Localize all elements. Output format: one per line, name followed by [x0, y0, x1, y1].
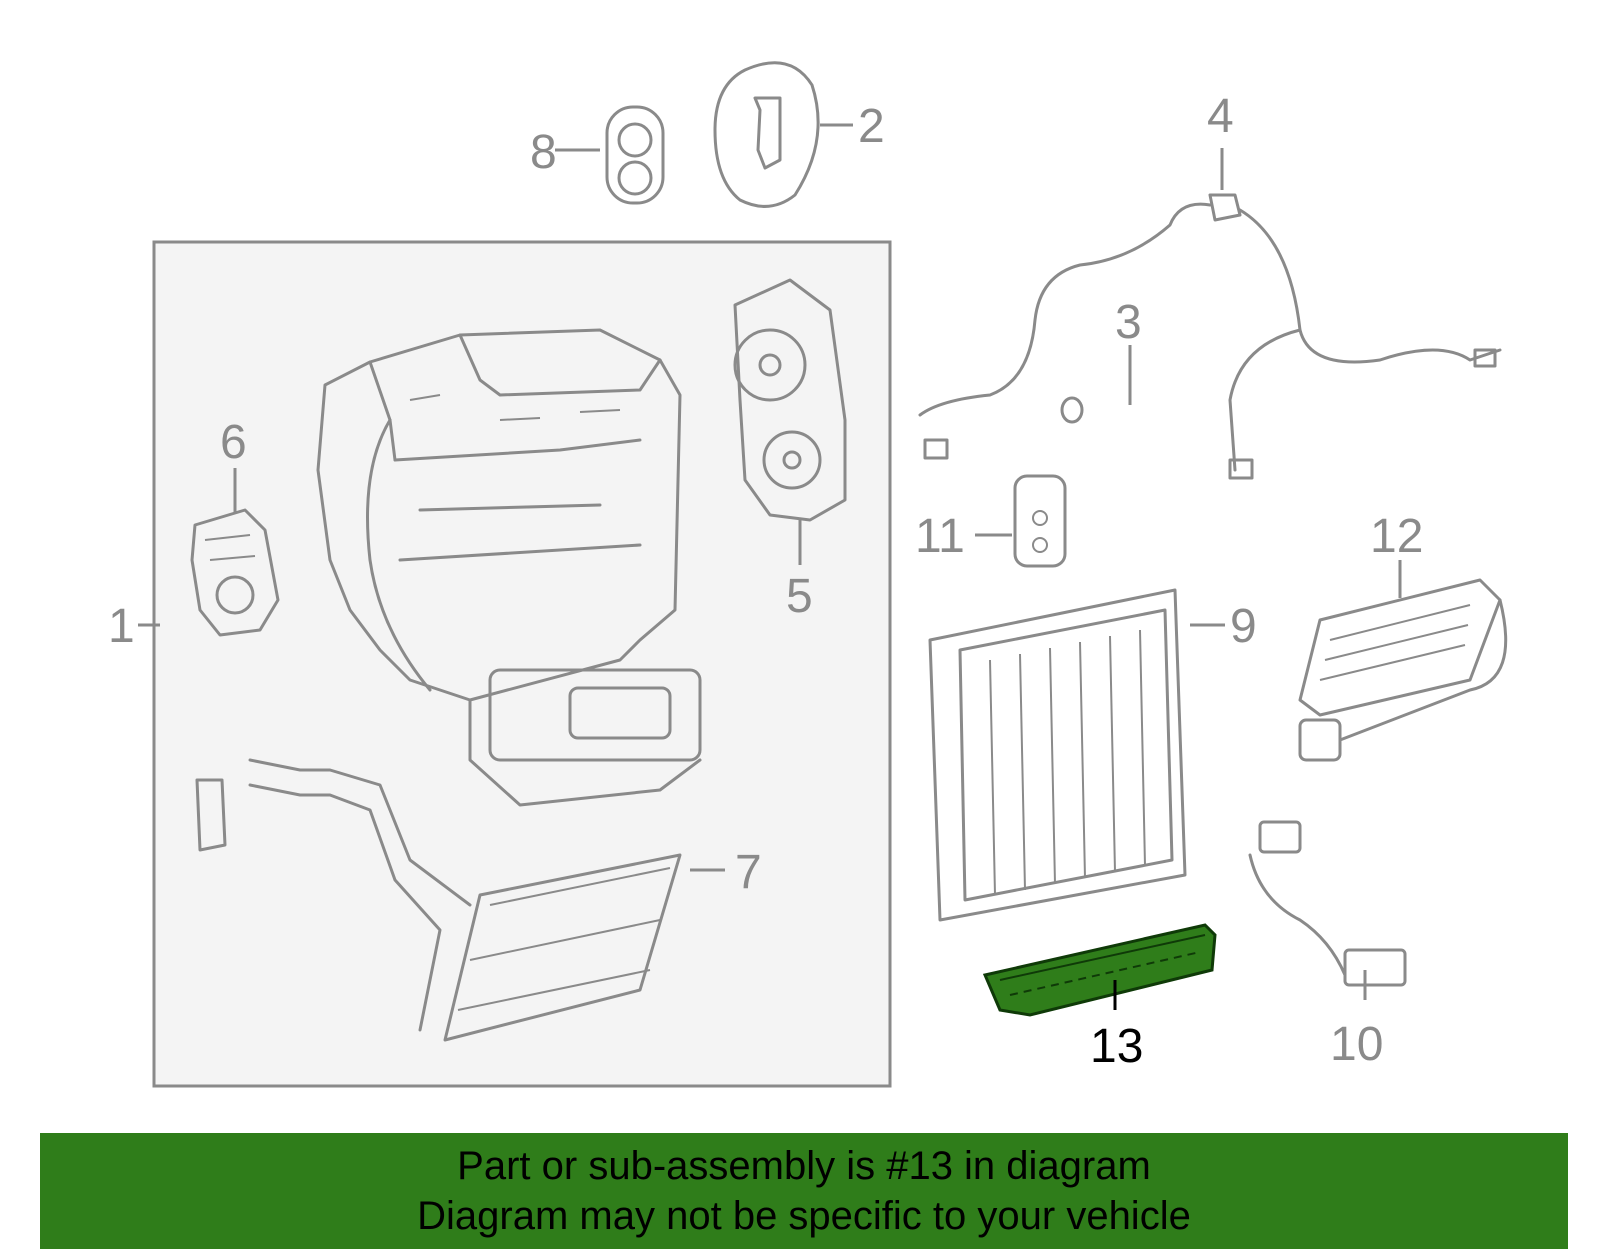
callout-11: 11 [915, 510, 965, 563]
part-10-sensor[interactable] [1248, 820, 1407, 987]
part-3-hose[interactable] [1060, 393, 1190, 540]
part-9-evaporator[interactable] [928, 588, 1187, 922]
callout-1: 1 [108, 600, 135, 653]
part-4-harness[interactable] [918, 193, 1502, 480]
callout-2: 2 [858, 100, 885, 153]
part-6-actuator[interactable] [190, 508, 280, 637]
callout-8: 8 [530, 126, 557, 179]
part-8-grommet[interactable] [605, 105, 665, 205]
callout-6: 6 [220, 416, 247, 469]
banner-line-2: Diagram may not be specific to your vehi… [417, 1194, 1191, 1238]
callout-13: 13 [1090, 1020, 1143, 1073]
assembly-box [152, 240, 892, 1088]
part-1-hvac-case[interactable] [316, 328, 702, 807]
part-12-module[interactable] [1298, 578, 1508, 762]
callout-10: 10 [1330, 1018, 1383, 1071]
callout-12: 12 [1370, 510, 1423, 563]
leader-lines [138, 123, 1402, 1010]
callout-labels: 1 2 3 4 5 6 7 8 9 10 11 12 13 [108, 90, 1423, 1073]
part-7-heater-core[interactable] [195, 758, 682, 1042]
callout-7: 7 [735, 846, 762, 899]
part-2-seal[interactable] [713, 61, 820, 208]
info-banner: Part or sub-assembly is #13 in diagram D… [40, 1133, 1568, 1249]
callout-9: 9 [1230, 600, 1257, 653]
callout-3: 3 [1115, 296, 1142, 349]
callout-4: 4 [1207, 90, 1234, 143]
callout-5: 5 [786, 570, 813, 623]
part-11-expansion-valve[interactable] [1013, 474, 1067, 568]
banner-line-1: Part or sub-assembly is #13 in diagram [457, 1144, 1151, 1188]
part-13-drain-pan[interactable] [982, 923, 1217, 1017]
part-5-actuator-unit[interactable] [733, 278, 847, 522]
